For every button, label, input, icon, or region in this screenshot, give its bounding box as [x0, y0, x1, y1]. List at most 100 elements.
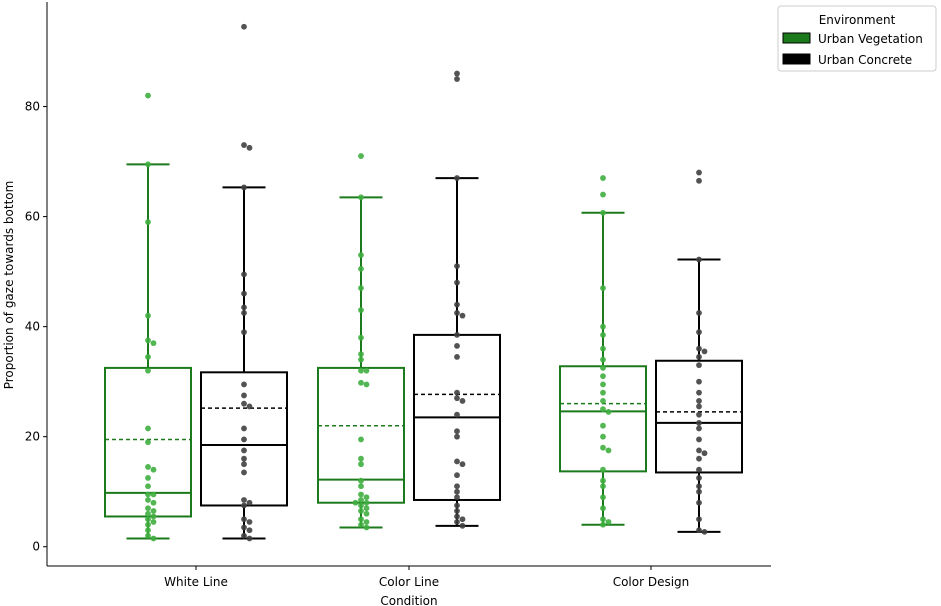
data-point — [358, 516, 364, 523]
data-point — [600, 381, 606, 388]
data-point — [454, 175, 460, 181]
data-point — [600, 466, 606, 473]
data-point — [246, 499, 253, 506]
data-point — [150, 466, 157, 473]
data-point — [241, 142, 247, 148]
data-point — [363, 505, 370, 512]
data-point — [696, 516, 702, 523]
data-point — [241, 400, 247, 407]
data-point — [145, 367, 151, 374]
data-point — [363, 494, 370, 501]
data-point — [241, 502, 247, 509]
y-tick-label: 20 — [25, 430, 40, 444]
data-point — [605, 409, 612, 415]
data-point — [459, 522, 466, 529]
data-point — [241, 290, 247, 297]
data-point — [150, 519, 157, 525]
data-point — [696, 403, 702, 410]
data-point — [459, 312, 466, 319]
data-point — [352, 499, 359, 506]
data-point — [145, 425, 151, 432]
data-point — [696, 527, 702, 534]
data-point — [358, 497, 364, 503]
legend-label-urban-vegetation: Urban Vegetation — [818, 32, 923, 46]
data-point — [241, 461, 247, 468]
data-point — [145, 337, 151, 344]
data-point — [241, 532, 247, 539]
data-point — [241, 469, 247, 476]
data-point — [145, 521, 151, 528]
data-point — [600, 175, 606, 181]
y-tick-label: 60 — [25, 210, 40, 224]
y-tick-label: 40 — [25, 320, 40, 334]
legend-frame — [777, 5, 937, 72]
data-point — [600, 209, 606, 216]
x-tick-label-white-line: White Line — [164, 575, 228, 589]
data-point — [600, 494, 606, 501]
data-point — [454, 309, 460, 316]
data-point — [246, 535, 253, 542]
data-point — [696, 447, 702, 454]
x-tick-label-color-line: Color Line — [379, 575, 439, 589]
data-point — [241, 271, 247, 278]
data-point — [454, 279, 460, 286]
box-group-urban-vegetation-color-design — [559, 175, 647, 528]
data-point — [696, 378, 702, 385]
data-point — [696, 256, 702, 263]
data-point — [696, 389, 702, 396]
data-point — [358, 367, 364, 374]
data-point — [358, 483, 364, 490]
data-point — [454, 76, 460, 82]
data-point — [145, 161, 151, 168]
data-point — [696, 345, 702, 352]
y-axis-label: Proportion of gaze towards bottom — [2, 181, 16, 390]
box-group-urban-concrete-white-line — [200, 23, 288, 542]
data-point — [696, 483, 702, 490]
data-point — [454, 494, 460, 501]
data-point — [358, 334, 364, 341]
data-point — [454, 488, 460, 495]
legend-swatch-urban-vegetation — [782, 32, 811, 44]
data-point — [145, 475, 151, 481]
data-point — [241, 524, 247, 531]
data-point — [145, 505, 151, 512]
data-point — [696, 455, 702, 462]
box-group-urban-vegetation-white-line — [104, 92, 192, 542]
data-point — [363, 519, 370, 525]
data-point — [145, 483, 151, 490]
data-point — [241, 309, 247, 316]
data-point — [150, 340, 157, 347]
data-point — [459, 516, 466, 523]
data-point — [241, 425, 247, 432]
box-group-urban-concrete-color-line — [413, 70, 501, 529]
data-point — [358, 508, 364, 514]
data-point — [358, 521, 364, 528]
data-point — [454, 263, 460, 270]
data-point — [696, 398, 702, 404]
data-point — [241, 436, 247, 443]
data-point — [358, 252, 364, 259]
data-point — [459, 398, 466, 404]
data-point — [454, 389, 460, 396]
data-point — [358, 307, 364, 314]
data-point — [600, 389, 606, 396]
data-point — [600, 365, 606, 371]
data-point — [454, 395, 460, 402]
data-point — [696, 420, 702, 426]
data-point — [605, 447, 612, 454]
data-point — [454, 513, 460, 520]
data-point — [241, 392, 247, 399]
data-point — [358, 285, 364, 292]
data-point — [454, 354, 460, 360]
data-point — [150, 513, 157, 520]
data-point — [241, 455, 247, 462]
data-point — [696, 329, 702, 336]
data-point — [241, 304, 247, 311]
legend: Environment Urban Vegetation Urban Concr… — [777, 5, 937, 72]
data-point — [358, 356, 364, 363]
data-point — [150, 499, 157, 506]
data-point — [454, 458, 460, 465]
data-point — [696, 425, 702, 432]
legend-swatch-urban-concrete — [782, 53, 811, 65]
data-point — [363, 381, 370, 388]
